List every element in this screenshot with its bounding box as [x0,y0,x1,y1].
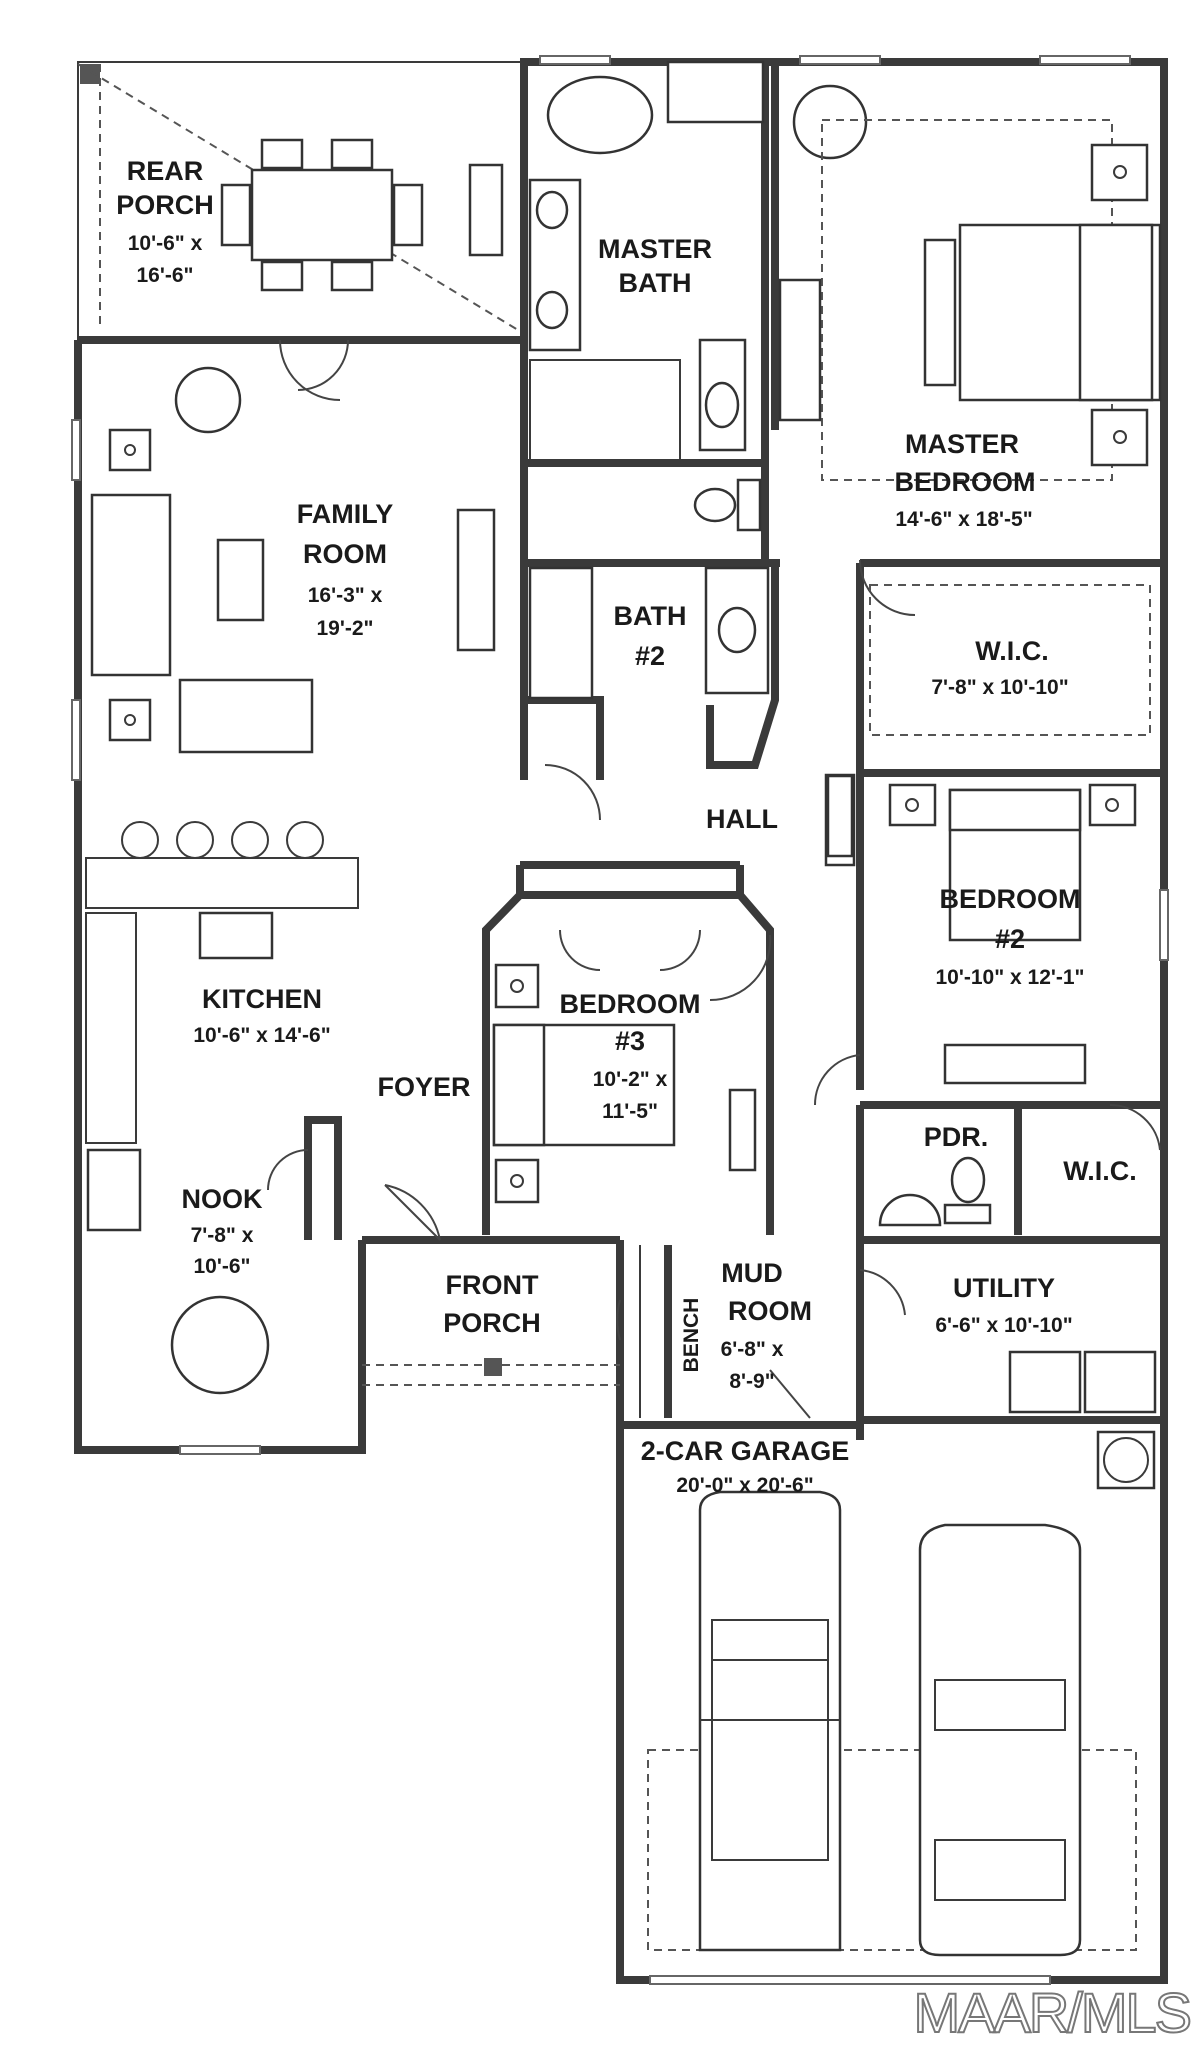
rear-porch-label-1: REAR [127,156,204,186]
bedroom-3-dim-1: 10'-2" x [593,1068,668,1091]
bedroom-3-dim-2: 11'-5" [602,1100,658,1123]
master-bedroom-label-2: BEDROOM [895,467,1036,497]
kitchen-dim: 10'-6" x 14'-6" [193,1024,330,1047]
front-porch-label-2: PORCH [443,1308,541,1338]
garage-car-right [918,1523,1082,1957]
rear-porch-dim-1: 10'-6" x [128,232,203,255]
room-labels: REAR PORCH 10'-6" x 16'-6" MASTER BATH M… [116,156,1137,1497]
bench-label: BENCH [680,1298,703,1373]
mud-room-dim-1: 6'-8" x [721,1338,784,1361]
wic-master-label: W.I.C. [975,636,1049,666]
rear-porch-dim-2: 16'-6" [137,264,194,287]
front-porch-label-1: FRONT [446,1270,539,1300]
wic-bed2-label: W.I.C. [1063,1156,1137,1186]
master-bath-label-2: BATH [619,268,692,298]
porch-post [80,64,100,84]
kitchen-label: KITCHEN [202,984,322,1014]
master-bath-label-1: MASTER [598,234,712,264]
bath-2-label-2: #2 [635,641,665,671]
family-room-dim-1: 16'-3" x [308,584,383,607]
mud-room-label-1: MUD [721,1258,783,1288]
master-bedroom-dim: 14'-6" x 18'-5" [895,508,1032,531]
garage-car-left [698,1490,842,1952]
family-room-label-1: FAMILY [297,499,394,529]
nook-dim-2: 10'-6" [194,1255,251,1278]
garage-label: 2-CAR GARAGE [641,1436,850,1466]
bedroom-3-label-2: #3 [615,1026,645,1056]
front-porch-outline [362,1358,620,1386]
bedroom-3-label-1: BEDROOM [560,989,701,1019]
hall-label: HALL [706,804,778,834]
rear-porch-label-2: PORCH [116,190,214,220]
porch-post [484,1358,502,1376]
nook-label: NOOK [182,1184,264,1214]
master-bedroom-label-1: MASTER [905,429,1019,459]
bedroom-2-label-2: #2 [995,924,1025,954]
wic-master-dim: 7'-8" x 10'-10" [931,676,1068,699]
powder-label: PDR. [924,1122,989,1152]
utility-dim: 6'-6" x 10'-10" [935,1314,1072,1337]
furniture [85,60,1162,1951]
garage-dim: 20'-0" x 20'-6" [676,1474,813,1497]
bedroom-2-label-1: BEDROOM [940,884,1081,914]
family-room-dim-2: 19'-2" [317,617,374,640]
bath-2-label-1: BATH [614,601,687,631]
mud-room-dim-2: 8'-9" [729,1370,774,1393]
windows [71,55,1169,1985]
bedroom-2-dim: 10'-10" x 12'-1" [936,966,1085,989]
family-room-label-2: ROOM [303,539,387,569]
doors [267,339,1161,1419]
utility-label: UTILITY [953,1273,1055,1303]
foyer-label: FOYER [377,1072,470,1102]
mud-room-label-2: ROOM [728,1296,812,1326]
watermark: MAAR/MLS [914,1981,1191,2044]
nook-dim-1: 7'-8" x [191,1224,254,1247]
